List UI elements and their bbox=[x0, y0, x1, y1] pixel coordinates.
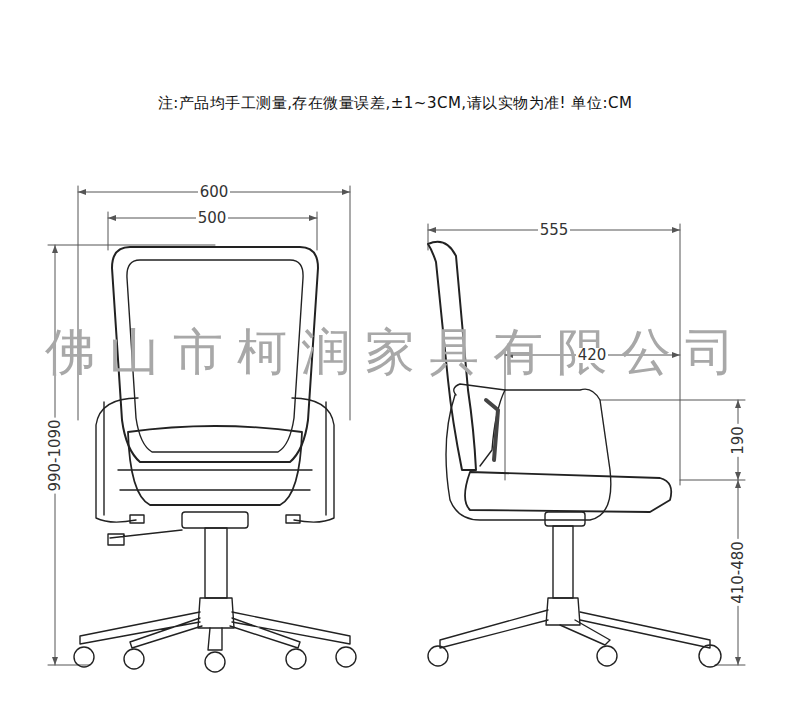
note-text: 注:产品均手工测量,存在微量误差,±1~3CM,请以实物为准! 单位:CM bbox=[158, 96, 633, 111]
dimension-label: 410-480 bbox=[731, 539, 746, 606]
watermark: 佛山市柯润家具有限公司 bbox=[45, 327, 749, 377]
dimension-lines bbox=[48, 186, 745, 665]
dimension-label: 500 bbox=[196, 211, 229, 226]
dimension-label: 190 bbox=[730, 424, 745, 457]
dimension-label: 990-1090 bbox=[48, 417, 63, 493]
side-view bbox=[428, 242, 721, 667]
dimension-label: 600 bbox=[198, 185, 231, 200]
dimension-label: 420 bbox=[576, 348, 609, 363]
front-view bbox=[74, 247, 356, 672]
dimension-label: 555 bbox=[538, 223, 571, 238]
